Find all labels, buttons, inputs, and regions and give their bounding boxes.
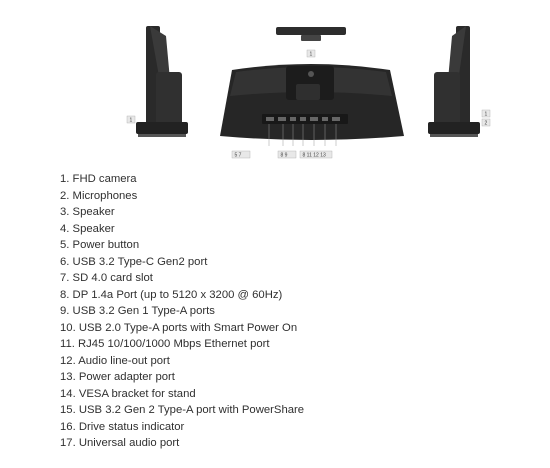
callout-label: 1 <box>485 112 488 118</box>
list-item: 12. Audio line-out port <box>60 354 170 367</box>
list-item: 8. DP 1.4a Port (up to 5120 x 3200 @ 60H… <box>60 288 283 301</box>
list-item: 5. Power button <box>60 239 140 251</box>
list-item: 14. VESA bracket for stand <box>60 387 196 400</box>
list-item: 2. Microphones <box>60 189 138 202</box>
callout-marker <box>481 109 491 118</box>
callout-label: 8 11 12 13 <box>303 153 326 159</box>
callout-label: 1 <box>310 52 313 58</box>
list-item: 15. USB 3.2 Gen 2 Type-A port with Power… <box>60 404 305 416</box>
list-item: 9. USB 3.2 Gen 1 Type-A ports <box>60 305 215 317</box>
list-item: 13. Power adapter port <box>60 371 175 383</box>
callout-marker <box>481 118 491 127</box>
list-item: 16. Drive status indicator <box>60 420 185 433</box>
list-item: 11. RJ45 10/100/1000 Mbps Ethernet port <box>60 338 270 350</box>
top-view: 1 <box>276 27 346 58</box>
list-item: 10. USB 2.0 Type-A ports with Smart Powe… <box>60 321 298 334</box>
list-item: 17. Universal audio port <box>60 437 180 449</box>
list-item: 7. SD 4.0 card slot <box>60 272 153 284</box>
product-diagram: 1 1 <box>0 0 550 165</box>
callout-label: 5 7 <box>235 153 242 159</box>
port-list: 1. FHD camera 2. Microphones 3. Speaker … <box>60 171 304 452</box>
callout-marker <box>277 150 297 159</box>
callout-marker <box>306 49 316 58</box>
list-item: 6. USB 3.2 Type-C Gen2 port <box>60 255 208 268</box>
callout-marker <box>126 115 136 124</box>
product-diagram-svg: 1 1 <box>126 26 491 159</box>
callout-marker <box>231 150 251 159</box>
list-item: 3. Speaker <box>60 206 115 218</box>
left-side-view: 1 <box>126 26 188 137</box>
callout-marker <box>299 150 333 159</box>
callout-label: 2 <box>485 121 488 127</box>
list-item: 4. Speaker <box>60 222 115 235</box>
rear-view: 5 7 8 9 8 11 12 13 <box>220 64 404 159</box>
callout-label: 1 <box>130 118 133 124</box>
callout-label: 8 9 <box>281 153 288 159</box>
right-side-view: 1 2 <box>428 26 491 137</box>
list-item: 1. FHD camera <box>60 173 137 185</box>
